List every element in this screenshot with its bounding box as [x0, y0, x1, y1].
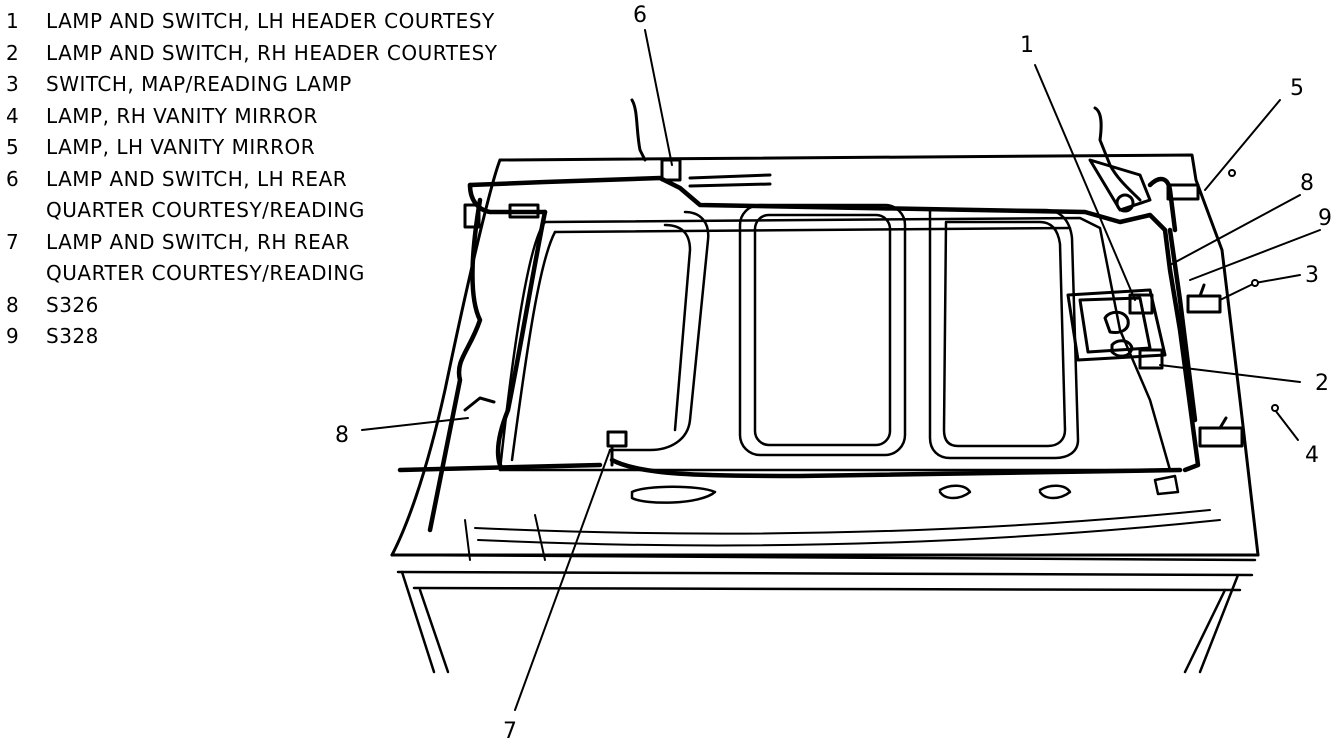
- legend-text: LAMP AND SWITCH, RH HEADER COURTESY: [46, 40, 498, 65]
- callout-6: 6: [633, 3, 647, 28]
- legend-item-5: 5 LAMP, LH VANITY MIRROR: [6, 132, 497, 164]
- legend-text: LAMP AND SWITCH, RH REAR QUARTER COURTES…: [46, 229, 365, 286]
- legend-text: LAMP AND SWITCH, LH REAR QUARTER COURTES…: [46, 166, 365, 223]
- vehicle-body: [390, 553, 1257, 674]
- legend-number: 1: [6, 9, 20, 33]
- legend-number: 7: [6, 229, 20, 254]
- roof-outline: [390, 153, 1260, 557]
- callout-numbers: 1 2 3 4 5 6 7 8 8 9: [335, 3, 1332, 744]
- callout-3: 3: [1305, 263, 1319, 288]
- rh-rear-quarter-lamp: [606, 430, 628, 467]
- legend-number: 6: [6, 166, 20, 191]
- legend-text: LAMP, LH VANITY MIRROR: [46, 135, 316, 159]
- rh-vanity-lamp: [1198, 416, 1244, 448]
- callout-9: 9: [1318, 206, 1332, 231]
- legend-number: 4: [6, 103, 20, 128]
- legend-item-7: 7 LAMP AND SWITCH, RH REAR QUARTER COURTE…: [6, 227, 497, 290]
- legend-text: SWITCH, MAP/READING LAMP: [46, 72, 352, 96]
- legend-number: 9: [6, 324, 20, 348]
- callout-8-left: 8: [335, 423, 349, 448]
- callout-8-right: 8: [1300, 171, 1314, 196]
- lh-vanity-lamp: [1088, 106, 1200, 213]
- legend-text: LAMP, RH VANITY MIRROR: [46, 103, 318, 128]
- legend-number: 2: [6, 40, 20, 65]
- legend-item-8: 8 S326: [6, 290, 497, 322]
- legend-text: LAMP AND SWITCH, LH HEADER COURTESY: [46, 9, 495, 33]
- callout-7: 7: [503, 719, 517, 744]
- callout-1: 1: [1020, 33, 1034, 58]
- leader-terminals: [1228, 169, 1279, 412]
- legend-text: S326: [46, 292, 99, 317]
- legend-item-4: 4 LAMP, RH VANITY MIRROR: [6, 101, 497, 133]
- legend-item-3: 3 SWITCH, MAP/READING LAMP: [6, 69, 497, 101]
- callout-2: 2: [1315, 371, 1329, 396]
- lh-rear-quarter-lamp: [630, 98, 772, 188]
- legend-item-6: 6 LAMP AND SWITCH, LH REAR QUARTER COURTE…: [6, 164, 497, 227]
- callout-5: 5: [1290, 76, 1304, 101]
- legend-number: 8: [6, 292, 20, 317]
- legend-item-2: 2 LAMP AND SWITCH, RH HEADER COURTESY: [6, 38, 497, 70]
- rear-left-connectors: [463, 203, 540, 412]
- legend-text: S328: [46, 324, 99, 348]
- header-courtesy-lamp-housing: [1066, 288, 1167, 370]
- leader-lines: [361, 29, 1321, 711]
- roof-panels: [608, 203, 1080, 460]
- legend-number: 3: [6, 72, 20, 96]
- map-reading-switch: [1186, 283, 1222, 314]
- callout-4: 4: [1305, 443, 1319, 468]
- legend-number: 5: [6, 135, 20, 159]
- roof-front-clips: [630, 474, 1180, 504]
- legend-item-9: 9 S328: [6, 321, 497, 353]
- legend-item-1: 1 LAMP AND SWITCH, LH HEADER COURTESY: [6, 6, 497, 38]
- headliner-perimeter: [498, 216, 1172, 472]
